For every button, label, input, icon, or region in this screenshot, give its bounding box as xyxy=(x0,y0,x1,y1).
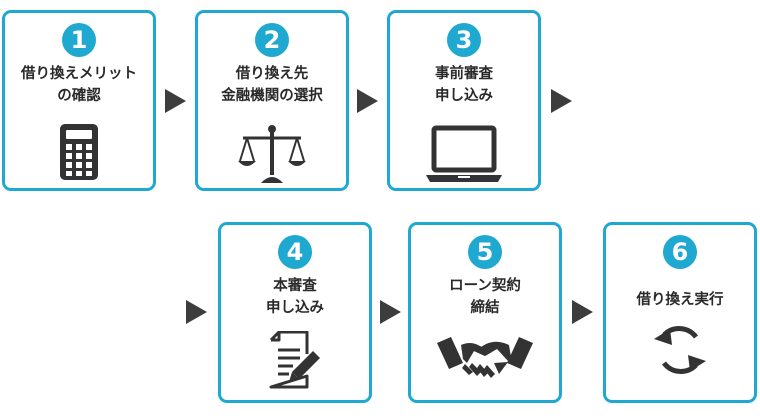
handshake-icon xyxy=(437,337,533,378)
step-number-badge: 3 xyxy=(447,23,481,57)
step-label: 本審査 申し込み xyxy=(221,275,369,319)
document-pen-icon xyxy=(269,331,320,389)
step-label-line: の確認 xyxy=(57,88,101,104)
step-6-card: 6 借り換え実行 xyxy=(603,222,757,403)
step-label-line: 申し込み xyxy=(435,88,493,104)
step-2-card: 2 借り換え先 金融機関の選択 xyxy=(195,10,349,191)
flow-arrow xyxy=(165,89,186,113)
step-label-line: 事前審査 xyxy=(435,66,493,82)
step-label-line: ローン契約 xyxy=(449,278,521,294)
step-number-badge: 5 xyxy=(468,235,502,269)
step-label: ローン契約 締結 xyxy=(411,275,559,319)
step-number-badge: 2 xyxy=(255,23,289,57)
step-label-line: 申し込み xyxy=(266,300,324,316)
step-label-line: 借り換え実行 xyxy=(636,292,724,308)
step-label: 借り換え先 金融機関の選択 xyxy=(198,63,346,107)
flow-arrow xyxy=(572,300,593,324)
step-4-card: 4 本審査 申し込み xyxy=(218,222,372,403)
step-label: 借り換えメリット の確認 xyxy=(5,63,153,107)
step-label-line: 本審査 xyxy=(273,278,317,294)
scales-icon xyxy=(238,125,306,183)
flow-arrow xyxy=(380,300,401,324)
refresh-cycle-icon xyxy=(654,326,706,374)
step-label-line: 金融機関の選択 xyxy=(221,88,323,104)
flow-arrow xyxy=(551,89,572,113)
step-label: 借り換え実行 xyxy=(606,289,754,311)
calculator-icon xyxy=(60,124,98,180)
step-label-line: 借り換え先 xyxy=(235,66,309,82)
step-3-card: 3 事前審査 申し込み xyxy=(387,10,541,191)
step-5-card: 5 ローン契約 締結 xyxy=(408,222,562,403)
laptop-icon xyxy=(426,125,502,182)
flow-arrow xyxy=(186,300,207,324)
flow-arrow xyxy=(357,89,378,113)
step-number-badge: 6 xyxy=(663,235,697,269)
step-label: 事前審査 申し込み xyxy=(390,63,538,107)
step-number-badge: 1 xyxy=(62,23,96,57)
step-number-badge: 4 xyxy=(278,235,312,269)
step-label-line: 借り換えメリット xyxy=(21,66,137,82)
step-label-line: 締結 xyxy=(470,300,500,316)
step-1-card: 1 借り換えメリット の確認 xyxy=(2,10,156,191)
